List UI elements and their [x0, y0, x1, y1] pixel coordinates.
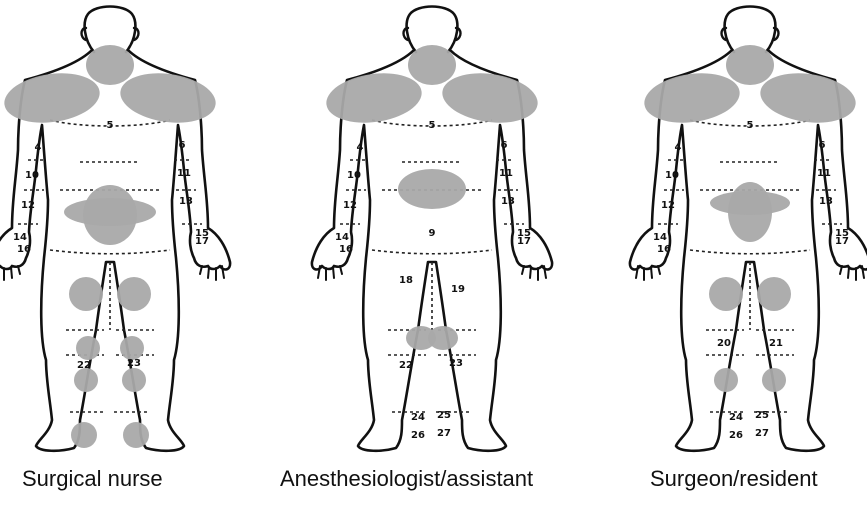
region-number-26: 26 — [411, 430, 425, 441]
pain-area-lower-legs-1 — [122, 368, 146, 392]
region-number-4: 4 — [675, 142, 682, 153]
region-number-13: 13 — [819, 196, 833, 207]
region-number-14: 14 — [335, 232, 349, 243]
pain-area-lower-legs-0 — [74, 368, 98, 392]
region-number-11: 11 — [177, 168, 191, 179]
pain-area-knees-1 — [120, 336, 144, 360]
finger-2 — [11, 267, 12, 278]
region-number-10: 10 — [347, 170, 361, 181]
pain-area-thighs-1 — [117, 277, 151, 311]
region-number-25: 25 — [437, 410, 451, 421]
region-number-11: 11 — [817, 168, 831, 179]
region-number-13: 13 — [501, 196, 515, 207]
region-number-13: 13 — [179, 196, 193, 207]
region-number-22: 22 — [399, 360, 413, 371]
region-number-22: 22 — [77, 360, 91, 371]
region-number-17: 17 — [195, 236, 209, 247]
pain-area-neck-0 — [86, 45, 134, 85]
finger-2 — [333, 267, 334, 278]
region-number-27: 27 — [755, 428, 769, 439]
region-number-10: 10 — [25, 170, 39, 181]
pain-area-knees-0 — [76, 336, 100, 360]
region-number-17: 17 — [835, 236, 849, 247]
finger-2 — [651, 267, 652, 278]
region-number-14: 14 — [653, 232, 667, 243]
region-number-5: 5 — [429, 120, 436, 131]
finger-6 — [530, 267, 531, 278]
finger-6 — [848, 267, 849, 278]
pain-area-neck-0 — [726, 45, 774, 85]
caption-surgeon-resident: Surgeon/resident — [650, 466, 818, 492]
caption-anesthesiologist-assistant: Anesthesiologist/assistant — [280, 466, 533, 492]
region-number-19: 19 — [451, 284, 465, 295]
region-number-12: 12 — [661, 200, 675, 211]
finger-6 — [208, 267, 209, 278]
region-number-5: 5 — [107, 120, 114, 131]
region-number-26: 26 — [729, 430, 743, 441]
region-number-9: 9 — [429, 228, 436, 239]
pain-area-knees-1 — [428, 326, 458, 350]
pain-area-thighs-0 — [69, 277, 103, 311]
region-number-12: 12 — [21, 200, 35, 211]
pain-area-thighs-0 — [709, 277, 743, 311]
region-number-14: 14 — [13, 232, 27, 243]
region-number-5: 5 — [747, 120, 754, 131]
pain-area-lower-legs-0 — [714, 368, 738, 392]
caption-surgical-nurse: Surgical nurse — [22, 466, 163, 492]
region-number-24: 24 — [411, 412, 425, 423]
pain-area-lower-back-1 — [64, 198, 156, 226]
region-number-10: 10 — [665, 170, 679, 181]
region-number-4: 4 — [35, 142, 42, 153]
region-number-27: 27 — [437, 428, 451, 439]
region-number-12: 12 — [343, 200, 357, 211]
region-number-23: 23 — [127, 358, 141, 369]
region-number-16: 16 — [657, 244, 671, 255]
region-number-18: 18 — [399, 275, 413, 286]
region-number-20: 20 — [717, 338, 731, 349]
pain-area-feet-1 — [123, 422, 149, 448]
region-number-23: 23 — [449, 358, 463, 369]
pain-area-thighs-1 — [757, 277, 791, 311]
region-number-25: 25 — [755, 410, 769, 421]
region-number-6: 6 — [819, 140, 826, 151]
region-number-6: 6 — [501, 140, 508, 151]
pain-area-lower-back-0 — [398, 169, 466, 209]
region-number-6: 6 — [179, 140, 186, 151]
region-number-16: 16 — [339, 244, 353, 255]
pain-area-lower-back-1 — [710, 191, 790, 215]
region-number-4: 4 — [357, 142, 364, 153]
region-number-24: 24 — [729, 412, 743, 423]
pain-area-neck-0 — [408, 45, 456, 85]
pain-area-feet-0 — [71, 422, 97, 448]
region-number-11: 11 — [499, 168, 513, 179]
region-number-16: 16 — [17, 244, 31, 255]
region-number-17: 17 — [517, 236, 531, 247]
pain-area-lower-legs-1 — [762, 368, 786, 392]
region-number-21: 21 — [769, 338, 783, 349]
